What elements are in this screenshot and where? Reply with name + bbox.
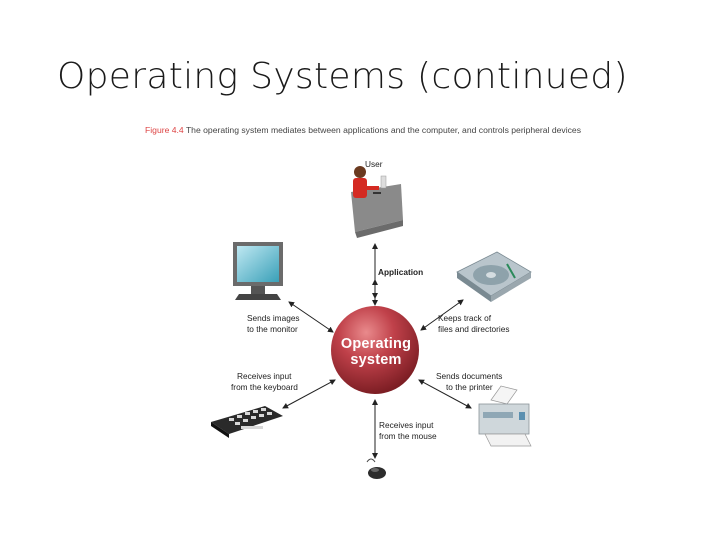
- label-monitor-line-1: Sends images: [247, 313, 300, 324]
- label-printer-line-2: to the printer: [436, 382, 502, 393]
- diagram-graphic: [145, 122, 585, 492]
- label-mouse-line-2: from the mouse: [379, 431, 437, 442]
- label-files-line-2: files and directories: [438, 324, 509, 335]
- slide-title: Operating Systems (continued): [57, 56, 628, 97]
- keyboard-icon: [211, 406, 283, 438]
- printer-icon: [479, 386, 531, 446]
- label-user: User: [365, 159, 383, 170]
- label-printer-line-1: Sends documents: [436, 371, 502, 382]
- monitor-icon: [233, 242, 283, 300]
- label-mouse-line-1: Receives input: [379, 420, 437, 431]
- label-keyboard-line-2: from the keyboard: [231, 382, 298, 393]
- label-monitor-line-2: to the monitor: [247, 324, 300, 335]
- figure-4-4: Figure 4.4 The operating system mediates…: [145, 122, 585, 492]
- mouse-icon: [367, 459, 386, 479]
- os-label-line-1: Operating: [333, 336, 419, 352]
- os-label-line-2: system: [333, 352, 419, 368]
- label-files-line-1: Keeps track of: [438, 313, 509, 324]
- operating-system-label: Operating system: [333, 336, 419, 368]
- label-keyboard-line-1: Receives input: [231, 371, 298, 382]
- label-monitor: Sends images to the monitor: [247, 313, 300, 334]
- label-files: Keeps track of files and directories: [438, 313, 509, 334]
- label-mouse: Receives input from the mouse: [379, 420, 437, 441]
- label-application: Application: [378, 267, 423, 278]
- hard-disk-icon: [457, 252, 531, 302]
- label-keyboard: Receives input from the keyboard: [231, 371, 298, 392]
- user-at-desk-icon: [351, 166, 403, 238]
- label-printer: Sends documents to the printer: [436, 371, 502, 392]
